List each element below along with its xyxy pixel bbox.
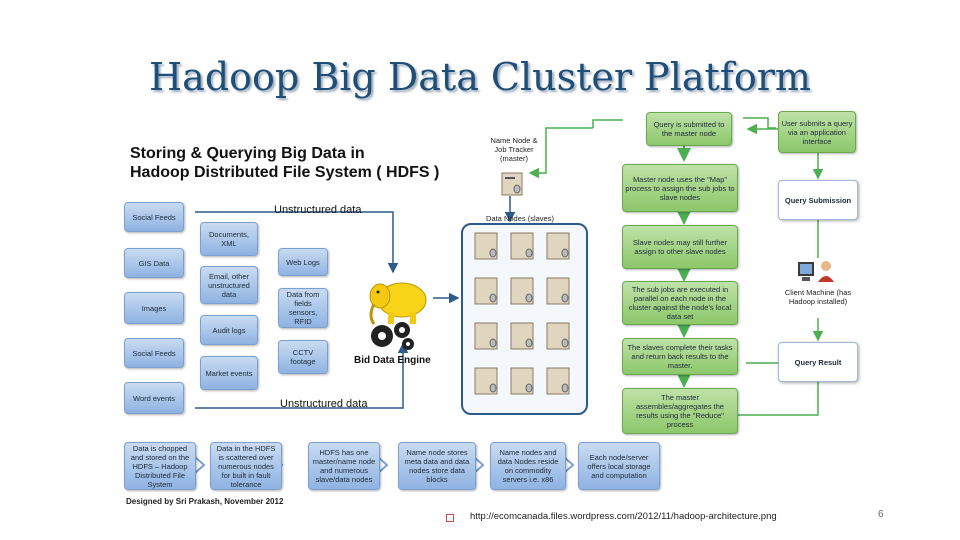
- flow-step-2: Master node uses the "Map" process to as…: [622, 164, 738, 212]
- source-social-feeds-2: Social Feeds: [124, 338, 184, 368]
- flow-step-1: Query is submitted to the master node: [646, 112, 732, 146]
- page-number: 6: [878, 509, 884, 520]
- bottom-step-1: Data is chopped and stored on the HDFS –…: [124, 442, 196, 490]
- engine-label: Bid Data Engine: [354, 355, 431, 366]
- bottom-step-3: HDFS has one master/name node and numero…: [308, 442, 380, 490]
- hadoop-elephant-icon: [369, 282, 427, 325]
- source-social-feeds: Social Feeds: [124, 202, 184, 232]
- source-market-events: Market events: [200, 356, 258, 390]
- bullet-icon: [446, 514, 454, 522]
- diagram-arrows: [194, 117, 824, 474]
- flow-step-4: The sub jobs are executed in parallel on…: [622, 281, 738, 325]
- client-machine-label: Client Machine (has Hadoop installed): [784, 288, 852, 306]
- source-email: Email, other unstructured data: [200, 266, 258, 304]
- name-node-server-icon: [501, 172, 523, 196]
- unstructured-data-bottom-label: Unstructured data: [280, 398, 368, 410]
- source-documents-xml: Documents, XML: [200, 222, 258, 256]
- bottom-step-4: Name node stores meta data and data node…: [398, 442, 476, 490]
- flow-step-5: The slaves complete their tasks and retu…: [622, 338, 738, 375]
- query-result-box: Query Result: [778, 342, 858, 382]
- source-word-events: Word events: [124, 382, 184, 414]
- name-node-label: Name Node & Job Tracker (master): [490, 136, 538, 163]
- bottom-step-6: Each node/server offers local storage an…: [578, 442, 660, 490]
- query-submission-box: Query Submission: [778, 180, 858, 220]
- user-submits-query: User submits a query via an application …: [778, 111, 856, 153]
- client-machine-icon: [798, 261, 834, 282]
- bottom-step-5: Name nodes and data Nodes reside on comm…: [490, 442, 566, 490]
- source-images: Images: [124, 292, 184, 324]
- flow-step-3: Slave nodes may still further assign to …: [622, 225, 738, 269]
- bottom-step-2: Data in the HDFS is scattered over numer…: [210, 442, 282, 490]
- unstructured-data-top-label: Unstructured data: [274, 204, 362, 216]
- gears-icon: [371, 322, 414, 350]
- diagram-heading-line2: Hadoop Distributed File System ( HDFS ): [130, 164, 440, 181]
- diagram-heading-line1: Storing & Querying Big Data in: [130, 145, 365, 162]
- data-node-servers-icon: [474, 232, 570, 395]
- flow-step-6: The master assembles/aggregates the resu…: [622, 388, 738, 434]
- designer-credit: Designed by Sri Prakash, November 2012: [126, 497, 284, 506]
- source-url[interactable]: http://ecomcanada.files.wordpress.com/20…: [470, 511, 777, 522]
- slide-title: Hadoop Big Data Cluster Platform: [149, 55, 811, 99]
- source-cctv-footage: CCTV footage: [278, 340, 328, 374]
- hadoop-architecture-diagram: Storing & Querying Big Data in Hadoop Di…: [118, 108, 866, 518]
- source-web-logs: Web Logs: [278, 248, 328, 276]
- source-field-sensors: Data from fields sensors, RFID: [278, 288, 328, 328]
- source-gis-data: GIS Data: [124, 248, 184, 278]
- data-nodes-label: Data Nodes (slaves): [486, 214, 554, 223]
- source-audit-logs: Audit logs: [200, 315, 258, 345]
